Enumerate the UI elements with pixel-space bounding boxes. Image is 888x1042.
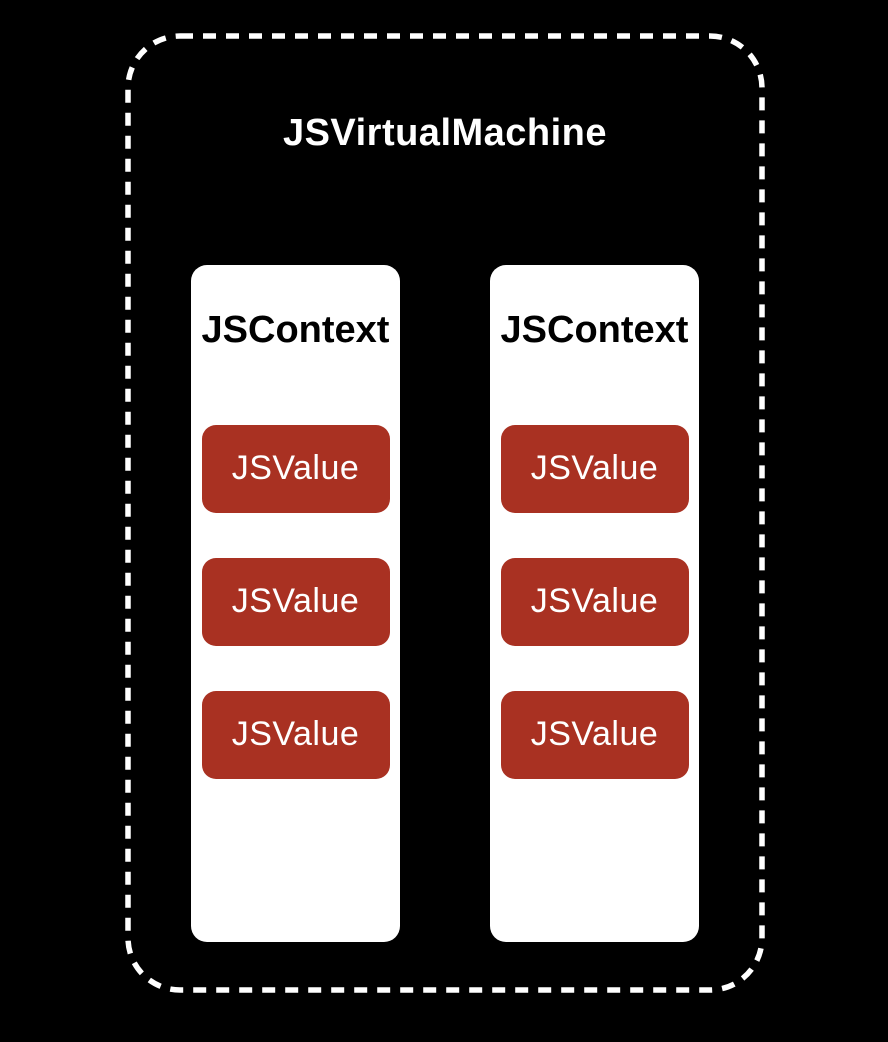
jscontext-label: JSContext — [500, 309, 689, 351]
contexts-row: JSContext JSValue JSValue JSValue JSCont… — [125, 265, 765, 942]
jsvalue-chip: JSValue — [201, 557, 390, 646]
jscontext-box: JSContext JSValue JSValue JSValue — [490, 265, 699, 942]
jsvalue-chip: JSValue — [201, 424, 390, 513]
jscontext-label: JSContext — [201, 309, 390, 351]
jsvalue-chip: JSValue — [500, 424, 689, 513]
jsvalue-stack: JSValue JSValue JSValue — [500, 424, 689, 779]
jsvalue-chip: JSValue — [500, 557, 689, 646]
jsvirtualmachine-container: JSVirtualMachine JSContext JSValue JSVal… — [125, 33, 765, 993]
jscontext-box: JSContext JSValue JSValue JSValue — [191, 265, 400, 942]
jsvalue-stack: JSValue JSValue JSValue — [201, 424, 390, 779]
jsvalue-chip: JSValue — [201, 690, 390, 779]
jsvalue-chip: JSValue — [500, 690, 689, 779]
vm-title: JSVirtualMachine — [282, 112, 608, 154]
